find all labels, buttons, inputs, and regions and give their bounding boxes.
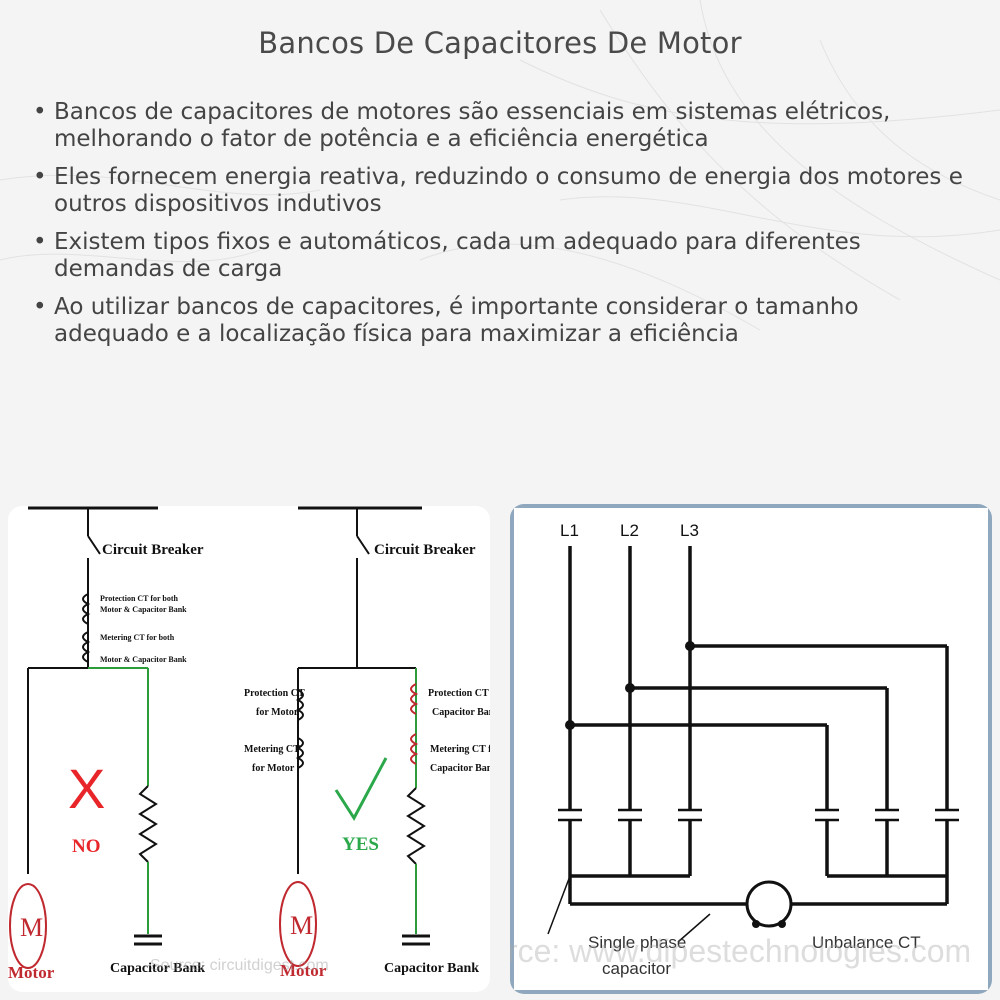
ct-label: for Motor (252, 763, 295, 774)
bullet-dot: • (33, 99, 47, 125)
bullet-item: • Bancos de capacitores de motores são es… (30, 99, 980, 153)
ct-label: Protection CT for (428, 688, 490, 699)
capacitor-label: Capacitor Bank (384, 961, 479, 976)
unbalance-ct-diagram: L1 L2 L3 Single phase capacitor Unbalanc… (510, 504, 992, 994)
motor-symbol: M (20, 913, 43, 942)
source-watermark: Source: circuitdigest.com (150, 957, 329, 974)
bullet-dot: • (33, 229, 47, 255)
capacitor-label: Single phase (588, 933, 686, 952)
bullet-text: Existem tipos fixos e automáticos, cada … (54, 229, 861, 282)
junction-dot (685, 641, 695, 651)
ct-label: Motor & Capacitor Bank (100, 605, 187, 614)
ct-label: Unbalance CT (812, 933, 921, 952)
ct-label: Metering CT for both (100, 633, 175, 642)
motor-symbol: M (290, 911, 313, 940)
bullet-text: Eles fornecem energia reativa, reduzindo… (54, 164, 963, 217)
ct-terminal (752, 920, 760, 928)
bullet-text: Bancos de capacitores de motores são ess… (54, 99, 891, 152)
ct-label: Protection CT (244, 688, 305, 699)
ct-label: Metering CT (244, 744, 300, 755)
junction-dot (565, 720, 575, 730)
circuit-lines (547, 546, 959, 943)
ct-terminal (778, 920, 786, 928)
junction-dot (625, 683, 635, 693)
bullet-item: • Eles fornecem energia reativa, reduzind… (30, 164, 980, 218)
ct-label: Capacitor Bank (430, 763, 490, 774)
verdict-yes: YES (342, 834, 379, 855)
incorrect-circuit (9, 506, 162, 969)
background-texture (0, 0, 1000, 331)
ct-label: Motor & Capacitor Bank (100, 655, 187, 664)
ct-label: Metering CT for (430, 744, 490, 755)
unbalance-ct-diagram-panel: L1 L2 L3 Single phase capacitor Unbalanc… (510, 504, 992, 994)
ct-wiring-diagram: Circuit Breaker Protection CT for both M… (8, 506, 490, 982)
phase-label: L2 (620, 521, 639, 540)
phase-label: L1 (560, 521, 579, 540)
ct-label: Protection CT for both (100, 594, 179, 603)
breaker-label: Circuit Breaker (102, 542, 204, 558)
x-mark-icon: X (68, 757, 105, 820)
diagram-border (510, 504, 992, 994)
source-watermark: Source: www.dipestechnologies.com (510, 933, 971, 969)
ct-wiring-diagram-panel: Circuit Breaker Protection CT for both M… (8, 506, 490, 992)
motor-label: Motor (8, 963, 55, 982)
bullet-dot: • (33, 164, 47, 190)
bullet-item: • Existem tipos fixos e automáticos, cada… (30, 229, 980, 283)
ct-label: for Motor (256, 707, 299, 718)
verdict-no: NO (72, 836, 101, 857)
phase-label: L3 (680, 521, 699, 540)
bullet-list: • Bancos de capacitores de motores são es… (30, 99, 980, 359)
breaker-label: Circuit Breaker (374, 542, 476, 558)
capacitor-label: Capacitor Bank (110, 961, 205, 976)
correct-circuit (279, 506, 430, 967)
ct-label: Capacitor Bank (432, 707, 490, 718)
bullet-dot: • (33, 294, 47, 320)
motor-label: Motor (280, 961, 327, 980)
page-title: Bancos De Capacitores De Motor (258, 26, 742, 60)
bullet-text: Ao utilizar bancos de capacitores, é imp… (54, 294, 859, 347)
bullet-item: • Ao utilizar bancos de capacitores, é im… (30, 294, 980, 348)
capacitor-label: capacitor (602, 959, 671, 978)
